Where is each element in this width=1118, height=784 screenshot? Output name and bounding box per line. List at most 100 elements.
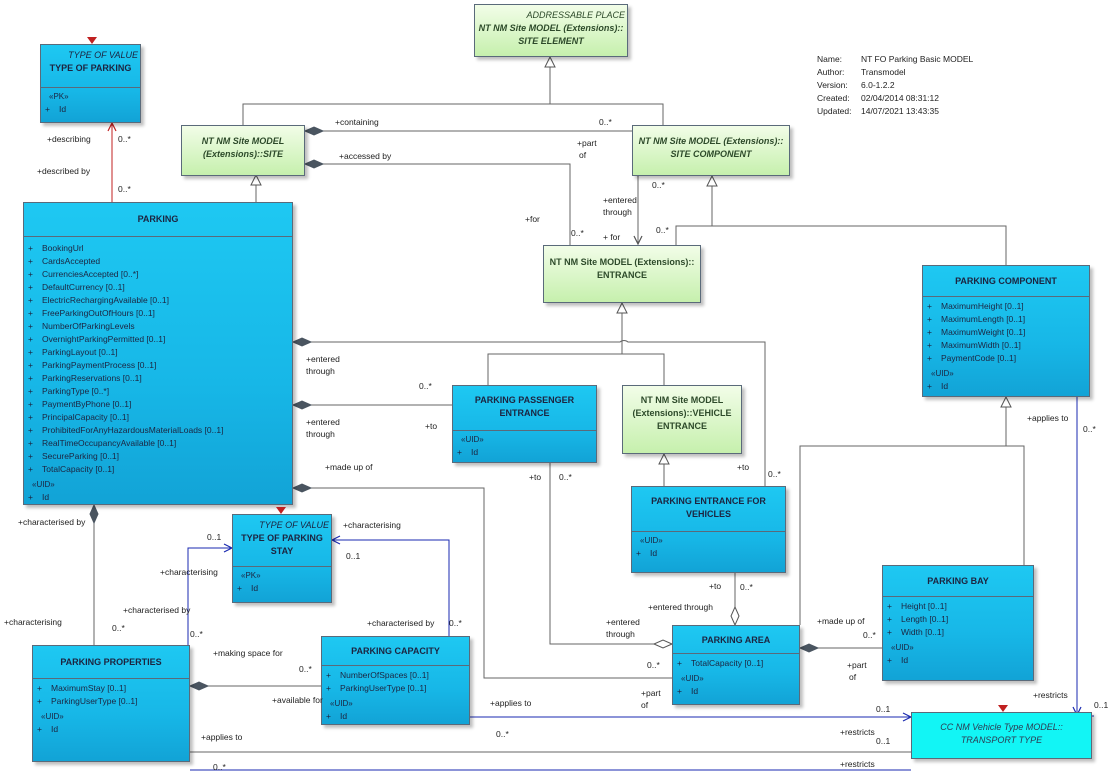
label-to: +to xyxy=(709,581,722,591)
attribute-name: BookingUrl xyxy=(42,243,84,253)
vehicle-entrance-class[interactable]: NT NM Site MODEL (Extensions)::VEHICLE E… xyxy=(622,385,742,454)
label-multiplicity: 0..* xyxy=(863,630,876,640)
label-of: of xyxy=(641,700,649,710)
parking-area-title: PARKING AREA xyxy=(701,635,771,645)
attribute-name: FreeParkingOutOfHours [0..1] xyxy=(42,308,155,318)
meta-updated: 14/07/2021 13:43:35 xyxy=(861,106,939,116)
label-through: through xyxy=(606,629,635,639)
attribute-name: MaximumHeight [0..1] xyxy=(941,301,1024,311)
meta-created: 02/04/2014 08:31:12 xyxy=(861,93,939,103)
label-to: +to xyxy=(529,472,542,482)
type-of-parking-stay-class[interactable]: TYPE OF VALUE TYPE OF PARKING STAY «PK» … xyxy=(232,514,332,603)
parking-properties-attributes: +MaximumStay [0..1]+ParkingUserType [0..… xyxy=(33,678,189,710)
composition-parking-made-up-of-area xyxy=(293,488,672,679)
entrance-for-vehicles-uid-label: «UID» xyxy=(640,536,663,545)
type-marker-icon xyxy=(87,37,97,44)
parking-bay-title: PARKING BAY xyxy=(927,576,989,586)
attribute-row: +OvernightParkingPermitted [0..1] xyxy=(28,334,166,344)
model-metadata: Name:NT FO Parking Basic MODEL Author:Tr… xyxy=(817,53,973,118)
label-characterising: +characterising xyxy=(4,617,62,627)
attribute-row: +NumberOfSpaces [0..1] xyxy=(326,670,429,680)
type-of-parking-stay-header: TYPE OF VALUE TYPE OF PARKING STAY xyxy=(233,515,331,562)
label-characterised-by: +characterised by xyxy=(123,605,191,615)
parking-passenger-entrance-class[interactable]: PARKING PASSENGER ENTRANCE «UID» +Id xyxy=(452,385,597,463)
meta-author: Transmodel xyxy=(861,67,906,77)
parking-component-uid-label: «UID» xyxy=(931,369,954,378)
attribute-row: +TotalCapacity [0..1] xyxy=(677,658,764,668)
attribute-name: Length [0..1] xyxy=(901,614,949,624)
type-of-parking-class[interactable]: TYPE OF VALUE TYPE OF PARKING «PK» +Id xyxy=(40,44,141,123)
parking-properties-id: +Id xyxy=(37,724,59,734)
site-element-class[interactable]: ADDRESSABLE PLACE NT NM Site MODEL (Exte… xyxy=(474,4,628,57)
attribute-row: +MaximumWeight [0..1] xyxy=(927,327,1026,337)
label-multiplicity: 0..* xyxy=(571,228,584,238)
attribute-name: ProhibitedForAnyHazardousMaterialLoads [… xyxy=(42,425,224,435)
label-multiplicity: 0..* xyxy=(740,582,753,592)
site-component-class[interactable]: NT NM Site MODEL (Extensions):: SITE COM… xyxy=(632,125,790,176)
type-of-parking-header: TYPE OF VALUE TYPE OF PARKING xyxy=(41,45,140,79)
attribute-row: +ParkingUserType [0..1] xyxy=(326,683,427,693)
entrance-for-vehicles-title: PARKING ENTRANCE FOR VEHICLES xyxy=(651,496,766,519)
association-capacity-characterising-stay xyxy=(332,540,450,636)
site-element-header: ADDRESSABLE PLACE NT NM Site MODEL (Exte… xyxy=(475,5,627,52)
label-multiplicity: 0..1 xyxy=(1094,700,1109,710)
label-describing: +describing xyxy=(47,134,91,144)
attribute-row: +PrincipalCapacity [0..1] xyxy=(28,412,129,422)
parking-area-class[interactable]: PARKING AREA +TotalCapacity [0..1] «UID»… xyxy=(672,625,800,705)
attribute-row: +PaymentByPhone [0..1] xyxy=(28,399,132,409)
parking-area-attributes: +TotalCapacity [0..1] xyxy=(673,653,799,672)
parking-area-uid-label: «UID» xyxy=(681,674,704,683)
attribute-name: MaximumLength [0..1] xyxy=(941,314,1026,324)
parking-area-id: +Id xyxy=(677,686,699,696)
parking-properties-class[interactable]: PARKING PROPERTIES +MaximumStay [0..1]+P… xyxy=(32,645,190,762)
entrance-class[interactable]: NT NM Site MODEL (Extensions):: ENTRANCE xyxy=(543,245,701,303)
attribute-name: ParkingPaymentProcess [0..1] xyxy=(42,360,157,370)
parking-capacity-uid-section: «UID» +Id xyxy=(322,697,469,723)
meta-version-row: Version:6.0-1.2.2 xyxy=(817,80,895,90)
parking-entrance-for-vehicles-class[interactable]: PARKING ENTRANCE FOR VEHICLES «UID» +Id xyxy=(631,486,786,573)
attribute-row: +NumberOfParkingLevels xyxy=(28,321,135,331)
passenger-entrance-uid-section: «UID» +Id xyxy=(453,430,596,461)
attribute-name: PaymentCode [0..1] xyxy=(941,353,1017,363)
label-applies-to: +applies to xyxy=(490,698,532,708)
label-multiplicity: 0..1 xyxy=(876,704,891,714)
label-entered: +entered xyxy=(606,617,640,627)
generalization-entrance-to-site-component xyxy=(675,176,712,245)
meta-updated-row: Updated:14/07/2021 13:43:35 xyxy=(817,106,939,116)
label-multiplicity: 0..* xyxy=(496,729,509,739)
label-through: through xyxy=(306,366,335,376)
label-to: +to xyxy=(737,462,750,472)
attribute-name: TotalCapacity [0..1] xyxy=(42,464,115,474)
label-available-for: +available for xyxy=(272,695,323,705)
attribute-name: PaymentByPhone [0..1] xyxy=(42,399,132,409)
parking-capacity-class[interactable]: PARKING CAPACITY +NumberOfSpaces [0..1]+… xyxy=(321,636,470,725)
type-of-parking-stereotype: TYPE OF VALUE xyxy=(68,50,138,60)
label-entered: +entered xyxy=(306,417,340,427)
transport-type-class[interactable]: CC NM Vehicle Type MODEL:: TRANSPORT TYP… xyxy=(911,712,1092,759)
label-plus-for: + for xyxy=(603,232,621,242)
parking-component-class[interactable]: PARKING COMPONENT +MaximumHeight [0..1]+… xyxy=(922,265,1090,397)
attribute-row: +MaximumStay [0..1] xyxy=(37,683,127,693)
composition-area-entered-through-passenger xyxy=(549,463,672,644)
meta-name: NT FO Parking Basic MODEL xyxy=(861,54,974,64)
attribute-name: MaximumWeight [0..1] xyxy=(941,327,1026,337)
generalization-passenger-entrance-to-entrance xyxy=(487,303,622,385)
parking-bay-attributes: +Height [0..1]+Length [0..1]+Width [0..1… xyxy=(883,596,1033,641)
site-class[interactable]: NT NM Site MODEL (Extensions)::SITE xyxy=(181,125,305,176)
parking-bay-class[interactable]: PARKING BAY +Height [0..1]+Length [0..1]… xyxy=(882,565,1034,681)
label-multiplicity: 0..* xyxy=(647,660,660,670)
attribute-row: +PaymentCode [0..1] xyxy=(927,353,1017,363)
attribute-name: ParkingUserType [0..1] xyxy=(51,696,138,706)
label-multiplicity: 0..* xyxy=(768,469,781,479)
label-multiplicity: 0..* xyxy=(118,184,131,194)
attribute-row: +TotalCapacity [0..1] xyxy=(28,464,115,474)
attribute-row: +ParkingReservations [0..1] xyxy=(28,373,142,383)
attribute-name: CardsAccepted xyxy=(42,256,101,266)
parking-component-uid-section: «UID» +Id xyxy=(923,367,1089,393)
parking-capacity-attributes: +NumberOfSpaces [0..1] +ParkingUserType [… xyxy=(322,665,469,697)
type-marker-icon xyxy=(998,705,1008,712)
parking-class[interactable]: PARKING +BookingUrl+CardsAccepted+Curren… xyxy=(23,202,293,505)
site-element-title: NT NM Site MODEL (Extensions):: SITE ELE… xyxy=(478,23,624,46)
